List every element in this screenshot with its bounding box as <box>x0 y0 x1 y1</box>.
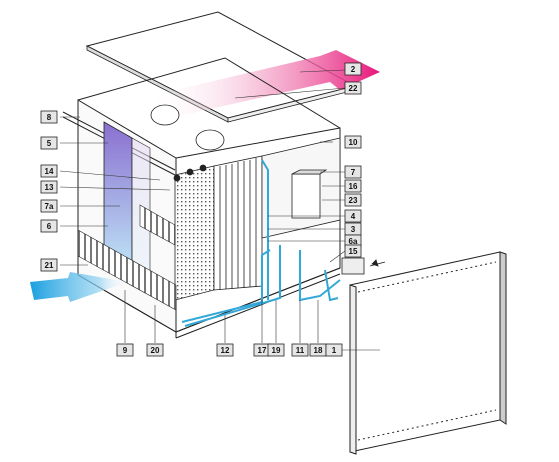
callout-12: 12 <box>216 343 234 357</box>
svg-text:14: 14 <box>45 167 54 176</box>
callout-19: 19 <box>267 343 285 357</box>
callout-16: 16 <box>344 179 362 193</box>
lower-backplane <box>77 204 177 311</box>
callout-6: 6 <box>40 219 58 233</box>
svg-text:5: 5 <box>47 139 52 148</box>
callout-5: 5 <box>40 136 58 150</box>
callout-22: 22 <box>344 81 362 95</box>
callout-7a: 7a <box>40 199 58 213</box>
svg-text:10: 10 <box>349 138 358 147</box>
svg-text:2: 2 <box>351 65 356 74</box>
svg-text:4: 4 <box>351 212 356 221</box>
callout-10: 10 <box>344 135 362 149</box>
svg-text:17: 17 <box>258 346 267 355</box>
svg-text:9: 9 <box>123 346 128 355</box>
callout-11: 11 <box>291 343 309 357</box>
intake-airflow-arrow <box>30 272 128 302</box>
power-connector <box>341 257 386 275</box>
callout-21: 21 <box>40 258 58 272</box>
callout-20: 20 <box>146 343 164 357</box>
side-cover-panel <box>349 251 507 455</box>
callout-23: 23 <box>344 193 362 207</box>
callout-13: 13 <box>40 180 58 194</box>
callout-14: 14 <box>40 164 58 178</box>
callout-7: 7 <box>344 165 362 179</box>
fan-tray <box>150 104 225 182</box>
svg-text:23: 23 <box>349 196 358 205</box>
svg-text:8: 8 <box>47 113 52 122</box>
svg-text:12: 12 <box>221 346 230 355</box>
callout-8: 8 <box>40 110 58 124</box>
callout-leader-lines <box>59 69 380 351</box>
exhaust-airflow-arrow <box>150 50 380 118</box>
internal-cabling <box>181 159 341 327</box>
card-cage <box>174 155 263 301</box>
svg-text:11: 11 <box>296 346 305 355</box>
callout-1: 1 <box>325 343 343 357</box>
svg-text:19: 19 <box>272 346 281 355</box>
callout-9: 9 <box>116 343 134 357</box>
svg-text:22: 22 <box>349 84 358 93</box>
power-supply-bay <box>261 137 341 239</box>
svg-text:3: 3 <box>351 225 356 234</box>
svg-text:1: 1 <box>332 346 337 355</box>
svg-text:20: 20 <box>151 346 160 355</box>
callout-3: 3 <box>344 222 362 236</box>
callout-4: 4 <box>344 209 362 223</box>
svg-text:7a: 7a <box>45 202 54 211</box>
air-filter-panel <box>103 121 151 283</box>
svg-text:18: 18 <box>314 346 323 355</box>
svg-text:7: 7 <box>351 168 356 177</box>
callouts: 2 22 8 10 5 7 14 16 13 23 7a 4 6 3 6a 15… <box>40 62 362 357</box>
svg-text:15: 15 <box>349 247 358 256</box>
callout-2: 2 <box>344 62 362 76</box>
svg-text:16: 16 <box>349 182 358 191</box>
svg-text:6: 6 <box>47 222 52 231</box>
svg-text:13: 13 <box>45 183 54 192</box>
svg-text:6a: 6a <box>349 237 358 246</box>
svg-text:21: 21 <box>45 261 54 270</box>
callout-18: 18 <box>309 343 327 357</box>
callout-15: 15 <box>344 244 362 258</box>
top-cover <box>85 11 357 123</box>
